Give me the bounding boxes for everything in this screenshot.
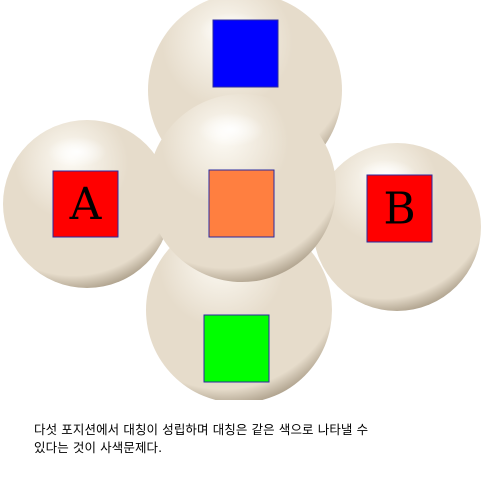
square-label: A [69, 179, 103, 230]
ball-highlight [197, 112, 264, 147]
color-square [52, 170, 119, 238]
ball-highlight [47, 136, 107, 168]
ball-right: B [313, 143, 481, 311]
color-square [212, 19, 279, 88]
square-label: B [383, 184, 415, 235]
color-square [208, 169, 275, 238]
ball-left: A [3, 120, 171, 288]
caption: 다섯 포지션에서 대칭이 성립하며 대칭은 같은 색으로 나타낼 수 있다는 것… [34, 421, 474, 457]
ball-center [148, 94, 336, 282]
color-square [203, 314, 270, 383]
caption-line-1: 다섯 포지션에서 대칭이 성립하며 대칭은 같은 색으로 나타낼 수 [34, 422, 369, 437]
caption-line-2: 있다는 것이 사색문제다. [34, 440, 163, 455]
color-square [366, 174, 433, 243]
